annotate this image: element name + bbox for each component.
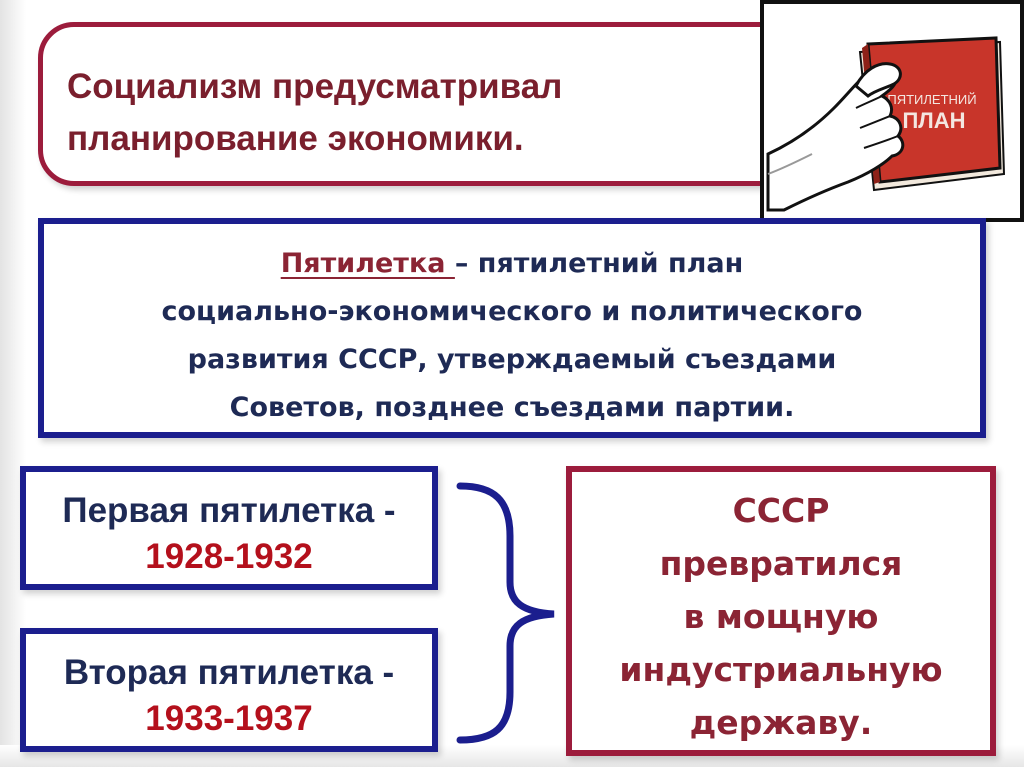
five-year-plan-book-illustration: ПЯТИЛЕТНИЙ ПЛАН	[760, 0, 1024, 222]
statement-line-1: Социализм предусматривал	[67, 67, 563, 106]
hand-holding-book-icon: ПЯТИЛЕТНИЙ ПЛАН	[766, 36, 1006, 212]
second-plan-title: Вторая пятилетка -	[63, 653, 395, 692]
definition-text: Пятилетка – пятилетний план социально-эк…	[44, 240, 980, 432]
definition-line-3: развития СССР, утверждаемый съездами	[187, 344, 837, 375]
result-line-1: СССР	[732, 491, 830, 530]
result-box: СССР превратился в мощную индустриальную…	[566, 466, 996, 756]
statement-line-2: планирование экономики.	[67, 119, 524, 158]
definition-box: Пятилетка – пятилетний план социально-эк…	[38, 218, 986, 438]
definition-line-4: Советов, позднее съездами партии.	[229, 392, 795, 423]
result-line-2: превратился	[659, 544, 903, 583]
definition-term: Пятилетка	[280, 248, 455, 279]
definition-line-2: социально-экономического и политического	[161, 296, 863, 327]
result-line-4: индустриальную	[619, 650, 943, 689]
result-text: СССР превратился в мощную индустриальную…	[572, 484, 990, 749]
second-plan-years: 1933-1937	[145, 699, 313, 738]
second-five-year-plan-box: Вторая пятилетка - 1933-1937	[20, 628, 438, 752]
definition-lead: – пятилетний план	[454, 248, 744, 279]
first-five-year-plan-box: Первая пятилетка - 1928-1932	[20, 466, 438, 590]
book-label-line-1: ПЯТИЛЕТНИЙ	[887, 92, 976, 107]
first-plan-title: Первая пятилетка -	[62, 491, 396, 530]
statement-text: Социализм предусматривал планирование эк…	[67, 61, 667, 165]
definition-line-1: Пятилетка – пятилетний план	[44, 240, 980, 288]
result-line-5: державу.	[689, 703, 873, 742]
curly-bracket-icon	[456, 482, 555, 744]
first-plan-years: 1928-1932	[145, 537, 313, 576]
result-line-3: в мощную	[683, 597, 879, 636]
statement-box: Социализм предусматривал планирование эк…	[38, 22, 798, 186]
book-label-line-2: ПЛАН	[902, 108, 965, 133]
